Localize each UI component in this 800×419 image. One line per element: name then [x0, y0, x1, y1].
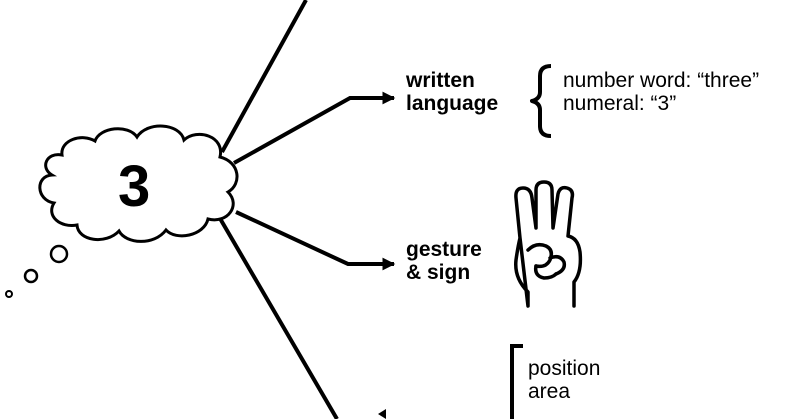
list-item: numeral: “3” — [563, 91, 677, 115]
thought-bubble-medium — [23, 268, 39, 284]
written-language-items: number word: “three” numeral: “3” — [563, 69, 760, 115]
list-item: number word: “three” — [563, 69, 760, 92]
curly-brace-written — [530, 64, 552, 138]
gesture-sign-label-line1: gesture — [406, 238, 482, 261]
list-item: position — [528, 357, 601, 380]
arrow-written-language — [233, 91, 396, 165]
thought-bubble-small — [5, 290, 13, 298]
arrow-gesture-sign — [235, 210, 396, 271]
thought-cloud — [38, 124, 239, 243]
written-language-label: written language — [406, 69, 499, 115]
bracket-bottom — [510, 344, 523, 419]
gesture-sign-label: gesture & sign — [406, 238, 482, 284]
bottom-branch-items: position area — [528, 357, 601, 403]
branch-line-top — [220, 0, 308, 153]
gesture-sign-label-line2: & sign — [406, 260, 471, 284]
branch-line-bottom — [216, 213, 339, 419]
arrow-bottom-partial — [378, 409, 386, 419]
central-number: 3 — [118, 154, 151, 219]
three-fingers-hand-icon — [506, 180, 590, 310]
list-item: area — [528, 379, 571, 403]
written-language-label-line1: written — [406, 69, 475, 92]
thought-bubble-large — [49, 244, 69, 264]
written-language-label-line2: language — [406, 91, 499, 115]
